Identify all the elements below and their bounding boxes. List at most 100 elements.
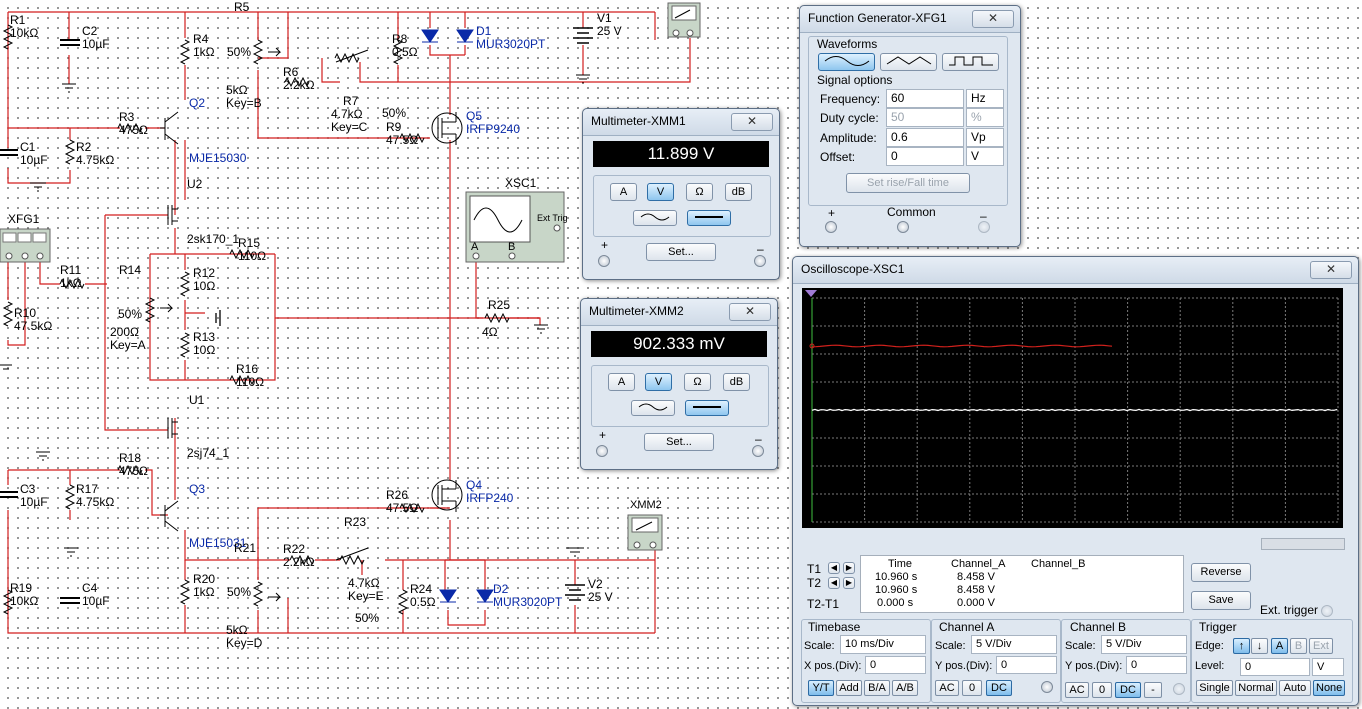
ab-button[interactable]: A/B: [892, 680, 918, 696]
channel-b-terminal[interactable]: [1173, 683, 1185, 695]
channel-a-scale-input[interactable]: 5 V/Div: [971, 635, 1057, 654]
multimeter-xmm1-window[interactable]: Multimeter-XMM1 ✕ 11.899 V A V Ω dB Set.…: [582, 108, 780, 280]
channel-a-zero-button[interactable]: 0: [962, 680, 982, 696]
frequency-unit[interactable]: Hz: [966, 89, 1004, 108]
channel-b-zero-button[interactable]: 0: [1092, 682, 1112, 698]
ba-button[interactable]: B/A: [864, 680, 890, 696]
trigger-level-unit[interactable]: V: [1312, 658, 1344, 676]
xmm2-ac-button[interactable]: [631, 400, 675, 416]
xmm1-ac-button[interactable]: [633, 210, 677, 226]
yt-button[interactable]: Y/T: [808, 680, 834, 696]
trigger-source-ext-button[interactable]: Ext: [1309, 638, 1333, 654]
amplitude-input[interactable]: 0.6: [886, 128, 964, 147]
oscilloscope-title: Oscilloscope-XSC1: [793, 257, 1358, 284]
xmm2-icon[interactable]: [627, 514, 663, 551]
xmm2-plus-terminal[interactable]: [596, 445, 608, 457]
xmm1-ammeter-button[interactable]: A: [610, 183, 637, 201]
xmm1-ohmmeter-button[interactable]: Ω: [686, 183, 713, 201]
trigger-source-b-button[interactable]: B: [1290, 638, 1307, 654]
save-button[interactable]: Save: [1191, 591, 1251, 610]
xmm1-plus-terminal[interactable]: [598, 255, 610, 267]
channel-a-dc-button[interactable]: DC: [986, 680, 1012, 696]
label-r25: R25: [488, 298, 511, 312]
readout-t1-time: 10.960 s: [875, 571, 918, 583]
xmm1-db-button[interactable]: dB: [725, 183, 752, 201]
frequency-input[interactable]: 60: [886, 89, 964, 108]
function-generator-window[interactable]: Function Generator-XFG1 ✕ Waveforms Sign…: [799, 5, 1021, 247]
close-icon[interactable]: ✕: [731, 113, 773, 131]
channel-b-invert-button[interactable]: -: [1144, 682, 1162, 698]
channel-a-ac-button[interactable]: AC: [935, 680, 959, 696]
xmm2-db-button[interactable]: dB: [723, 373, 750, 391]
reverse-button[interactable]: Reverse: [1191, 563, 1251, 582]
offset-unit[interactable]: V: [966, 147, 1004, 166]
timebase-scale-input[interactable]: 10 ms/Div: [840, 635, 926, 654]
xmm2-dc-button[interactable]: [685, 400, 729, 416]
normal-mode-button[interactable]: Normal: [1235, 680, 1277, 696]
xmm1-dc-button[interactable]: [687, 210, 731, 226]
t2-left-arrow-icon[interactable]: ◀: [828, 577, 840, 589]
channel-b-ypos-input[interactable]: 0: [1126, 656, 1187, 674]
label-r7-pct: 50%: [382, 106, 407, 120]
trigger-marker-icon[interactable]: [805, 290, 817, 297]
xsc1-icon[interactable]: [465, 191, 565, 263]
close-icon[interactable]: ✕: [1310, 261, 1352, 279]
close-icon[interactable]: ✕: [729, 303, 771, 321]
xmm2-ammeter-button[interactable]: A: [608, 373, 635, 391]
t1-left-arrow-icon[interactable]: ◀: [828, 562, 840, 574]
multimeter-xmm2-window[interactable]: Multimeter-XMM2 ✕ 902.333 mV A V Ω dB Se…: [580, 298, 778, 470]
duty-cycle-input[interactable]: 50: [886, 108, 964, 127]
duty-cycle-unit[interactable]: %: [966, 108, 1004, 127]
readout-header-time: Time: [888, 558, 913, 570]
t1-right-arrow-icon[interactable]: ▶: [843, 562, 855, 574]
xfg1-icon[interactable]: [0, 228, 51, 263]
xmm1-minus-terminal[interactable]: [754, 255, 766, 267]
trigger-level-input[interactable]: 0: [1240, 658, 1310, 676]
oscilloscope-screen[interactable]: [802, 288, 1343, 528]
none-mode-button[interactable]: None: [1313, 680, 1345, 696]
trigger-source-a-button[interactable]: A: [1271, 638, 1288, 654]
sine-wave-button[interactable]: [818, 53, 875, 71]
oscilloscope-window[interactable]: Oscilloscope-XSC1 ✕ T1 T2 T2-T1 ◀ ▶ ◀ ▶ …: [792, 256, 1359, 706]
xmm1-set-button[interactable]: Set...: [646, 243, 716, 261]
single-mode-button[interactable]: Single: [1196, 680, 1233, 696]
channel-a-ypos-input[interactable]: 0: [996, 656, 1057, 674]
xmm2-set-button[interactable]: Set...: [644, 433, 714, 451]
square-wave-button[interactable]: [942, 53, 999, 71]
channel-b-dc-button[interactable]: DC: [1115, 682, 1141, 698]
horizontal-scrollbar[interactable]: [1261, 538, 1345, 550]
amplitude-unit[interactable]: Vp: [966, 128, 1004, 147]
channel-b-ac-button[interactable]: AC: [1065, 682, 1089, 698]
channel-b-scale-input[interactable]: 5 V/Div: [1101, 635, 1187, 654]
xmm1-icon[interactable]: [667, 2, 701, 38]
close-icon[interactable]: ✕: [972, 10, 1014, 28]
fg-minus-terminal[interactable]: [978, 221, 990, 233]
xmm2-minus-terminal[interactable]: [752, 445, 764, 457]
offset-input[interactable]: 0: [886, 147, 964, 166]
triangle-wave-button[interactable]: [880, 53, 937, 71]
falling-edge-icon[interactable]: ↓: [1251, 638, 1268, 654]
fg-plus-terminal[interactable]: [825, 221, 837, 233]
rising-edge-icon[interactable]: ↑: [1233, 638, 1250, 654]
channel-a-terminal[interactable]: [1041, 681, 1053, 693]
label-u2-val: 2sk170_1: [187, 232, 240, 246]
xmm1-voltmeter-button[interactable]: V: [647, 183, 674, 201]
t2-right-arrow-icon[interactable]: ▶: [843, 577, 855, 589]
fg-common-terminal[interactable]: [897, 221, 909, 233]
t2t1-label: T2-T1: [807, 597, 840, 611]
ext-trigger-terminal[interactable]: [1321, 605, 1333, 617]
auto-mode-button[interactable]: Auto: [1279, 680, 1311, 696]
set-rise-fall-button[interactable]: Set rise/Fall time: [846, 173, 970, 193]
xmm2-ohmmeter-button[interactable]: Ω: [684, 373, 711, 391]
add-button[interactable]: Add: [836, 680, 862, 696]
xmm2-voltmeter-button[interactable]: V: [645, 373, 672, 391]
timebase-xpos-input[interactable]: 0: [865, 656, 926, 674]
